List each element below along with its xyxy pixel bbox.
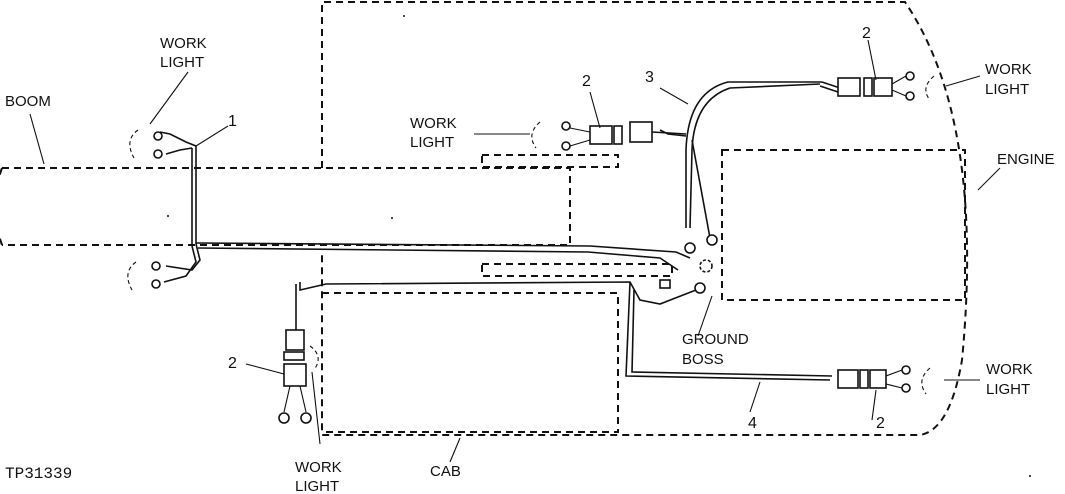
- upper-cab-connector: [531, 121, 687, 151]
- lower-right-connector: [837, 365, 931, 395]
- label-ground-boss-1: GROUND: [682, 331, 749, 348]
- label-work-light-right-1: WORK: [985, 61, 1032, 78]
- label-work-light-cab-2: LIGHT: [410, 134, 454, 151]
- cab-outline: [321, 0, 969, 436]
- engine-outline: [721, 149, 966, 301]
- boom-harness: [159, 131, 691, 283]
- figure-code: TP31339: [5, 465, 72, 483]
- boom-end-curve: [0, 167, 3, 246]
- cab-inner-outline: [322, 292, 619, 433]
- label-engine: ENGINE: [997, 151, 1055, 168]
- leader-lines: [29, 39, 1001, 463]
- label-work-light-bottom-1: WORK: [295, 459, 342, 476]
- label-ground-boss-2: BOSS: [682, 351, 724, 368]
- ground-boss-terminals: [659, 234, 718, 294]
- callout-harness-1: 1: [228, 113, 237, 130]
- cab-harness-upper: [659, 81, 841, 239]
- label-work-light-right-2: LIGHT: [985, 81, 1029, 98]
- speck-marks: [167, 15, 1031, 477]
- callout-harness-3: 3: [645, 69, 654, 86]
- label-work-light-boom-1: WORK: [160, 35, 207, 52]
- boom-upper-work-light-terminals: [129, 129, 163, 159]
- boom-lower-work-light-terminals: [127, 261, 161, 291]
- label-work-light-lower-right-2: LIGHT: [986, 381, 1030, 398]
- label-cab: CAB: [430, 463, 461, 480]
- callout-harness-4: 4: [748, 415, 757, 432]
- label-work-light-boom-2: LIGHT: [160, 54, 204, 71]
- label-work-light-cab-1: WORK: [410, 115, 457, 132]
- label-work-light-lower-right-1: WORK: [986, 361, 1033, 378]
- label-boom: BOOM: [5, 93, 51, 110]
- upper-step-outline: [481, 154, 619, 168]
- callout-connector-2-lower-right: 2: [876, 415, 885, 432]
- boom-outline: [2, 167, 571, 246]
- callout-connector-2-upper-right: 2: [862, 25, 871, 42]
- lower-left-connector: [278, 329, 319, 424]
- cab-harness-lower: [295, 281, 833, 381]
- upper-right-connector: [837, 71, 935, 101]
- label-work-light-bottom-2: LIGHT: [295, 478, 339, 494]
- callout-connector-2-upper-cab: 2: [582, 73, 591, 90]
- callout-connector-2-lower-left: 2: [228, 355, 237, 372]
- lower-step-outline: [481, 263, 673, 277]
